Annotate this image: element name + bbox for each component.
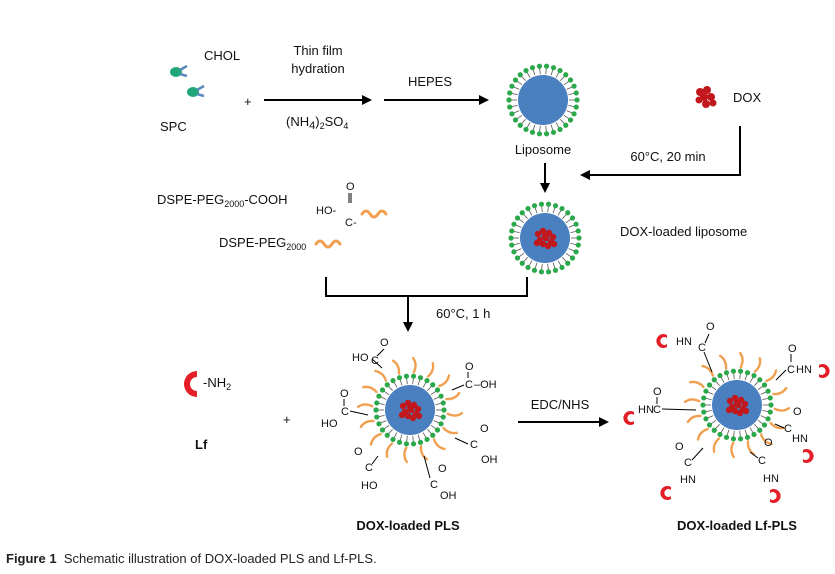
svg-text:C: C (470, 439, 478, 451)
svg-text:C: C (465, 379, 473, 391)
svg-text:HO-: HO- (316, 205, 337, 217)
svg-text:C: C (371, 355, 379, 367)
svg-text:O: O (793, 406, 802, 418)
svg-text:C: C (341, 406, 349, 418)
svg-text:OH: OH (481, 454, 498, 466)
svg-text:HO: HO (361, 480, 378, 492)
svg-text:C: C (784, 423, 792, 435)
dox-liposome-label: DOX-loaded liposome (620, 224, 747, 239)
svg-text:C: C (684, 457, 692, 469)
svg-text:O: O (340, 388, 349, 400)
ammonium-sulfate-label: (NH4)2SO4 (286, 114, 348, 132)
chol-label: CHOL (204, 48, 240, 63)
svg-text:C: C (430, 479, 438, 491)
svg-text:C: C (365, 462, 373, 474)
svg-text:HO: HO (321, 418, 338, 430)
svg-text:C: C (758, 455, 766, 467)
incubation-20min-label: 60°C, 20 min (630, 149, 705, 164)
svg-text:O: O (480, 423, 489, 435)
svg-text:–OH: –OH (474, 379, 497, 391)
svg-text:O: O (706, 321, 715, 333)
lf-amide-groups: HN C O O C HN O C HN O C HN O C HN O C H… (623, 321, 830, 504)
lf-amine-label: -NH2 (203, 375, 231, 392)
figure-caption-text: Schematic illustration of DOX-loaded PLS… (63, 551, 377, 566)
dox-lf-pls-label: DOX-loaded Lf-PLS (677, 518, 797, 533)
figure-label: Figure 1 (6, 551, 57, 566)
svg-text:O: O (438, 463, 447, 475)
dox-loaded-pls (356, 356, 464, 464)
svg-text:O: O (354, 446, 363, 458)
svg-text:O: O (380, 337, 389, 349)
plus-sign-2: + (283, 412, 291, 427)
liposome (506, 63, 580, 137)
peg-chain-cooh (360, 209, 388, 219)
svg-text:O: O (346, 181, 355, 193)
peg-chain (314, 239, 342, 249)
svg-text:HN: HN (680, 474, 696, 486)
figure-caption: Figure 1 Schematic illustration of DOX-l… (6, 551, 377, 566)
lf-icon (184, 371, 197, 397)
svg-text:C-: C- (345, 217, 357, 229)
chol-spc-molecules (170, 64, 205, 98)
edc-nhs-label: EDC/NHS (531, 397, 590, 412)
dspe-peg-label: DSPE-PEG2000 (219, 235, 306, 252)
thin-film-label: Thin film (293, 43, 342, 58)
svg-text:C: C (653, 404, 661, 416)
svg-text:HN: HN (763, 473, 779, 485)
arrow-dox-loading (580, 126, 741, 180)
dox-loaded-liposome (508, 201, 582, 275)
svg-text:HN: HN (638, 404, 654, 416)
dox-label: DOX (733, 90, 762, 105)
svg-text:HO: HO (352, 352, 369, 364)
svg-text:HN: HN (796, 364, 812, 376)
dox-loaded-lf-pls (683, 351, 791, 459)
hydration-label: hydration (291, 61, 344, 76)
svg-text:O: O (764, 437, 773, 449)
svg-text:O: O (465, 361, 474, 373)
lf-label: Lf (195, 437, 208, 452)
dox-pls-label: DOX-loaded PLS (356, 518, 460, 533)
svg-text:HN: HN (676, 336, 692, 348)
svg-text:C: C (787, 364, 795, 376)
svg-text:O: O (675, 441, 684, 453)
dox-icon (695, 86, 717, 108)
dspe-peg-cooh-label: DSPE-PEG2000-COOH (157, 192, 288, 209)
incubation-1h-label: 60°C, 1 h (436, 306, 490, 321)
combine-bracket (325, 277, 528, 297)
plus-sign-1: + (244, 94, 252, 109)
svg-text:O: O (653, 386, 662, 398)
spc-label: SPC (160, 119, 187, 134)
hepes-label: HEPES (408, 74, 452, 89)
liposome-label: Liposome (515, 142, 571, 157)
svg-text:O: O (788, 343, 797, 355)
svg-text:HN: HN (792, 433, 808, 445)
svg-text:OH: OH (440, 490, 457, 502)
pls-carboxyl-groups: HO C O O C –OH O C HO O C OH O C HO O C … (321, 337, 498, 502)
carboxyl-structure: O HO- C- (316, 181, 357, 229)
svg-text:C: C (698, 342, 706, 354)
